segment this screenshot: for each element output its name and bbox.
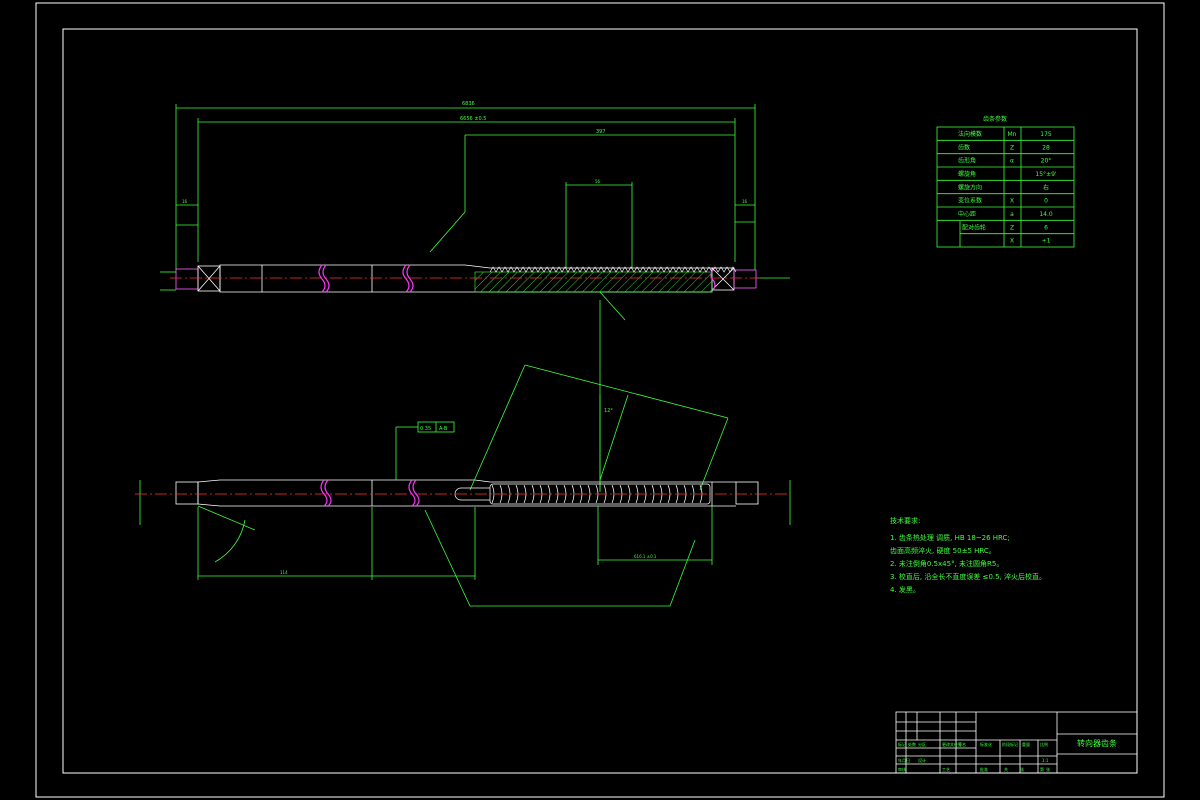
title-cell: 设计 [918,757,926,763]
title-block-cells: 标记处数分区更改文件号签名年月日设计标准化阶段标记重量比例审核工艺批准共张第张1… [898,741,1050,772]
tol-frame-datum: A-B [439,426,448,432]
title-cell: 处数 [908,741,916,747]
title-cell: 批准 [980,766,988,772]
rack-teeth-top [474,266,737,293]
param-value: 右 [1043,183,1049,191]
thread-line [587,484,591,504]
title-cell: 签名 [958,741,966,747]
dim-616-label: 616.1 ±0.1 [634,554,657,559]
dim-397-label: 397 [596,129,606,135]
notes-heading: 技术要求: [890,516,920,525]
dim-114-label: 114 [280,570,288,575]
param-value: 14.0 [1039,211,1053,218]
thread-line [571,484,575,504]
note-item: 2. 未注倒角0.5x45°, 未注圆角R5。 [890,559,1003,568]
title-cell: 工艺 [942,767,950,772]
title-cell: 标记 [898,741,906,747]
param-name: 配对齿轮 [962,223,986,231]
thread-line [627,484,631,504]
param-value: 28 [1042,144,1050,151]
params-table [936,126,1075,248]
param-name: 法向模数 [958,130,982,138]
tol-frame-value: 0.35 [420,426,431,432]
drawing-name: 转向器齿条 [1077,738,1117,748]
param-name: 中心距 [958,210,976,218]
param-symbol: Mn [1008,131,1017,138]
angle-12-label: 12° [604,408,613,414]
thread-line [547,484,551,504]
param-value: 175 [1040,131,1052,138]
title-cell: 比例 [1040,741,1048,747]
thread-line [611,484,615,504]
param-name: 螺旋角 [958,170,976,178]
param-name: 齿形角 [958,157,976,165]
title-cell: 张 [1020,766,1024,772]
param-value: 0 [1044,198,1048,205]
title-cell: 审核 [898,766,906,772]
note-item: 1. 齿条热处理 调质, HB 18~26 HRC; [890,533,1010,542]
dim-56-label: 56 [595,179,601,184]
overall-length-label: 6836 [462,101,475,107]
param-name: 齿数 [958,143,970,151]
thread-line [491,484,495,504]
dim-16-right-label: 16 [742,199,748,204]
param-value: 6 [1044,224,1048,231]
param-name: 变位系数 [958,197,982,205]
title-block [895,711,1138,774]
title-cell: 1:1 [1042,758,1049,763]
params-title: 齿条参数 [983,115,1007,123]
param-symbol: Z [1010,224,1014,231]
outer-frame [35,2,1165,798]
param-name: 螺旋方向 [958,183,982,191]
param-value: +1 [1042,238,1051,245]
dim-16-left-label: 16 [182,199,188,204]
title-cell: 重量 [1022,741,1030,747]
notes-list: 1. 齿条热处理 调质, HB 18~26 HRC; 齿面高频淬火, 硬度 50… [890,533,1046,594]
title-cell: 张 [1046,766,1050,772]
title-cell: 年月日 [898,757,910,763]
note-item: 4. 发黑。 [890,585,920,594]
title-cell: 共 [1004,766,1008,772]
param-symbol: α [1010,158,1014,165]
top-view [160,104,790,492]
param-symbol: X [1010,198,1014,205]
break-marks-bottom [320,479,420,507]
thread-line [531,484,535,504]
bottom-view [139,364,791,607]
param-value: 15°±9' [1035,171,1056,178]
title-cell: 第 [1040,766,1044,772]
note-item: 齿面高频淬火, 硬度 50±5 HRC。 [890,546,996,555]
title-cell: 阶段标记 [1002,741,1018,747]
param-symbol: a [1010,211,1014,218]
title-cell: 分区 [918,741,926,747]
param-value: 20° [1041,158,1052,165]
length-tol-label: 6656 ±0.5 [460,116,486,122]
thread-line [651,484,655,504]
break-marks-top [318,264,716,293]
note-item: 3. 校直后, 沿全长不直度误差 ≤0.5, 淬火后校直。 [890,572,1046,581]
param-symbol: Z [1010,144,1014,151]
title-cell: 标准化 [980,741,992,747]
title-cell: 更改文件号 [942,741,962,747]
thread-line [667,484,671,504]
thread-line [507,484,511,504]
param-symbol: X [1010,238,1014,245]
thread-line [691,484,695,504]
inner-frame [62,28,1138,774]
